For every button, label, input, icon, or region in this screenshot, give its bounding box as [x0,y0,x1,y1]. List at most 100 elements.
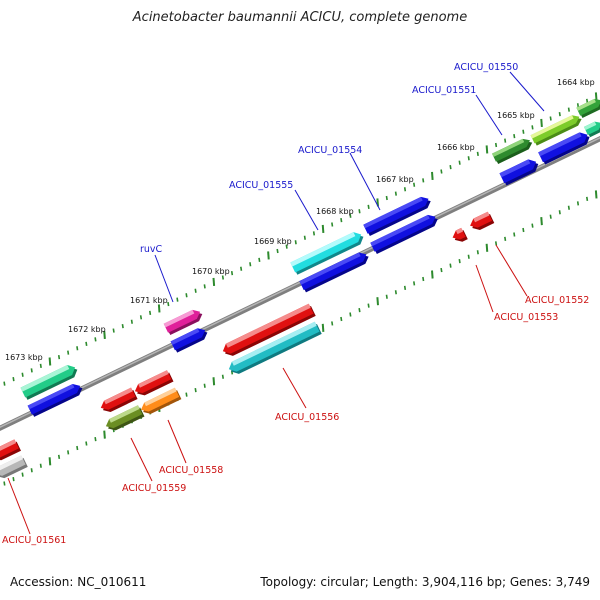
gene-acicu-01554[interactable] [363,194,433,237]
reverse-tick [321,323,325,332]
forward-tick [467,156,470,161]
leader-ruvc [154,254,174,303]
tick-label-1670: 1670 kbp [192,267,230,276]
gene-acicu-01558[interactable] [139,387,182,417]
reverse-tick [367,303,370,308]
reverse-tick [30,468,33,473]
forward-tick [385,195,388,201]
gene-acicu-01552[interactable] [468,211,495,233]
forward-tick [303,235,306,240]
label-ruvc[interactable]: ruvC [140,244,163,255]
reverse-tick [576,201,580,206]
reverse-tick [39,463,42,468]
forward-tick [449,164,452,170]
label-acicu-01552[interactable]: ACICU_01552 [525,295,589,306]
tick-label-1664: 1664 kbp [557,78,595,87]
forward-tick [130,319,133,324]
gene-acicu-01556[interactable] [220,303,316,359]
forward-tick [121,324,124,329]
reverse-tick [212,377,216,386]
leader-acicu-01551 [475,94,503,136]
leader-acicu-01558 [167,419,187,464]
tick-label-1671: 1671 kbp [130,296,168,305]
label-acicu-01559[interactable]: ACICU_01559 [122,483,186,494]
forward-tick [21,372,24,377]
gene-blue-1[interactable] [538,129,592,165]
gene-left-blue[interactable] [27,381,85,417]
reverse-tick [567,205,570,210]
forward-tick [358,209,361,214]
reverse-tick [458,259,461,264]
label-acicu-01551[interactable]: ACICU_01551 [412,85,476,96]
gene-acicu-01555-b[interactable] [299,249,370,293]
leader-acicu-01554 [349,152,381,211]
gene-acicu-01561-a[interactable] [0,439,21,463]
forward-tick [230,271,234,276]
label-acicu-01555[interactable]: ACICU_01555 [229,180,293,191]
gene-acicu-01550[interactable] [576,96,600,119]
forward-tick [476,151,479,156]
forward-tick [594,92,598,101]
gene-acicu-01559[interactable] [104,405,145,434]
reverse-tick [494,241,498,246]
gene-ruvc[interactable] [163,307,205,336]
forward-tick [585,98,589,103]
forward-tick [249,262,252,267]
reverse-tick [203,383,206,388]
forward-tick [549,116,552,121]
forward-tick [485,145,489,154]
gene-acicu-01559-a[interactable] [99,387,138,415]
reverse-tick [3,481,6,486]
label-acicu-01554[interactable]: ACICU_01554 [298,145,362,156]
gene-extra[interactable] [583,119,600,138]
reverse-tick [358,307,361,313]
gene-acicu-01555[interactable] [290,229,365,275]
reverse-tick [422,276,425,282]
reverse-tick [67,450,70,455]
reverse-tick [57,454,61,459]
forward-tick [112,328,115,333]
label-acicu-01556[interactable]: ACICU_01556 [275,412,339,423]
gene-acicu-01551-b[interactable] [492,136,534,165]
label-acicu-01553[interactable]: ACICU_01553 [494,312,558,323]
gene-acicu-01554-b[interactable] [370,212,440,255]
forward-tick [103,330,106,340]
forward-tick [185,293,188,298]
gene-blue-2[interactable] [499,156,540,186]
forward-tick [431,171,434,181]
forward-tick [12,377,15,382]
forward-tick [30,368,33,373]
forward-tick [85,341,88,346]
accession-text: Accession: NC_010611 [10,575,147,589]
forward-tick [212,277,216,287]
gene-acicu-01551[interactable] [530,112,584,146]
leader-acicu-01561 [7,477,31,535]
forward-tick [403,187,407,192]
reverse-tick [431,270,434,279]
gene-acicu-01561[interactable] [0,455,28,481]
label-acicu-01561[interactable]: ACICU_01561 [2,535,66,546]
forward-tick [176,297,179,302]
tick-label-1666: 1666 kbp [437,143,475,152]
forward-tick [458,160,461,165]
gene-ruvc-b[interactable] [170,325,210,353]
reverse-tick [185,392,188,397]
gene-acicu-01556-b[interactable] [226,321,322,377]
label-acicu-01558[interactable]: ACICU_01558 [159,465,223,476]
gene-left-green[interactable] [20,362,79,400]
forward-tick [157,304,161,313]
label-acicu-01550[interactable]: ACICU_01550 [454,62,518,73]
reverse-tick [594,190,598,199]
reverse-tick [585,196,589,202]
tick-label-1667: 1667 kbp [376,175,414,184]
reverse-tick [467,254,470,259]
forward-tick [513,134,516,139]
leader-acicu-01553 [475,264,494,313]
forward-tick [340,218,343,223]
forward-tick [139,315,143,320]
gene-acicu-01553[interactable] [450,227,468,244]
gene-acicu-01558-a[interactable] [133,370,174,399]
forward-tick [3,381,6,386]
forward-tick [349,213,352,218]
